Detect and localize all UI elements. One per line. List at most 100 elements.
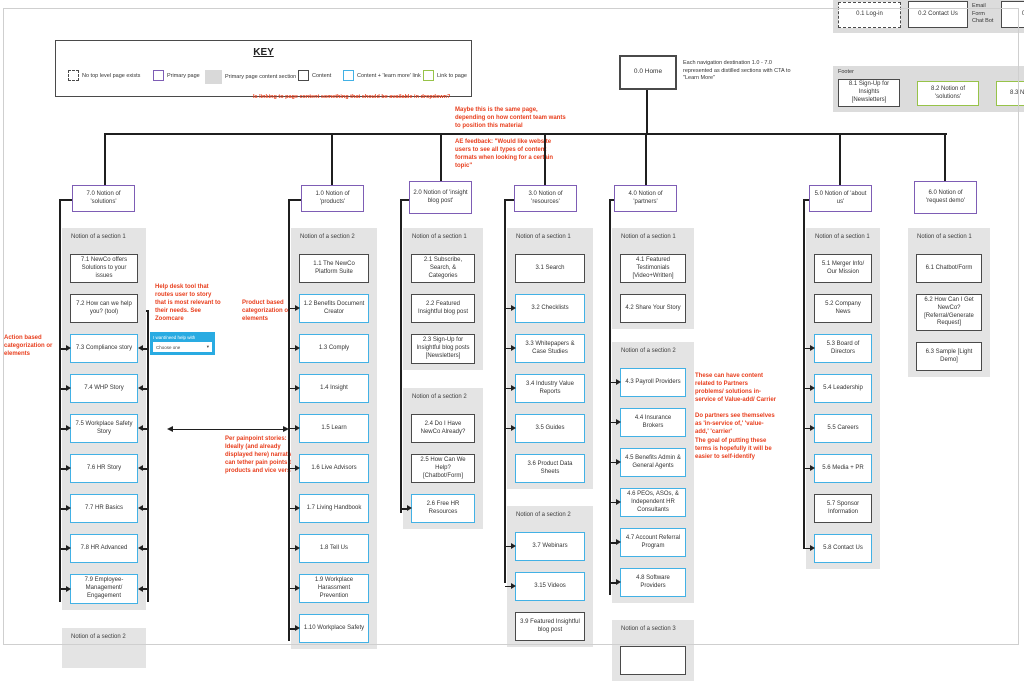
node-footer-partial[interactable]: 8.3 Notion of: [996, 81, 1024, 106]
sitemap-node[interactable]: 7.3 Compliance story: [59, 334, 149, 364]
helpdesk-dropdown-widget[interactable]: I want/need help with Choose one ▾: [150, 332, 215, 355]
key-title: KEY: [253, 47, 274, 58]
widget-select[interactable]: Choose one ▾: [153, 342, 212, 352]
sitemap-node[interactable]: 6.2 How Can I Get NewCo? [Referral/Gener…: [916, 294, 982, 332]
sitemap-node[interactable]: [620, 646, 686, 675]
connector-line: [803, 199, 805, 549]
sitemap-node[interactable]: 1.3 Comply: [288, 334, 369, 363]
sitemap-node[interactable]: 5.8 Contact Us: [803, 534, 872, 563]
sitemap-node[interactable]: 7.7 HR Basics: [59, 494, 149, 524]
sitemap-node[interactable]: 2.4 Do I Have NewCo Already?: [411, 414, 475, 443]
sitemap-node[interactable]: 7.9 Employee-Management/ Engagement: [59, 574, 149, 604]
sitemap-node[interactable]: 3.3 Whitepapers & Case Studies: [504, 334, 585, 363]
sitemap-node[interactable]: 4.5 Benefits Admin & General Agents: [609, 448, 686, 477]
sitemap-node[interactable]: 4.1 Featured Testimonials [Video+Written…: [620, 254, 686, 284]
sitemap-node[interactable]: 3.1 Search: [515, 254, 585, 283]
sitemap-node[interactable]: 3.6 Product Data Sheets: [515, 454, 585, 483]
page-node-request-demo[interactable]: 6.0 Notion of 'request demo': [914, 181, 977, 214]
arrow-left-icon: [288, 305, 300, 312]
sitemap-node[interactable]: 1.7 Living Handbook: [288, 494, 369, 523]
connector-line: [839, 133, 841, 187]
page-node-products[interactable]: 1.0 Notion of 'products': [301, 185, 364, 212]
sitemap-node[interactable]: 3.9 Featured Insightful blog post: [515, 612, 585, 641]
arrow-left-icon: [803, 465, 815, 472]
connector-line: [646, 90, 648, 133]
sitemap-node[interactable]: 4.2 Share Your Story: [620, 294, 686, 324]
note-partners-self: Do partners see themselves as 'in-servic…: [695, 413, 775, 436]
arrow-left-icon: [609, 379, 621, 386]
sitemap-node[interactable]: 1.4 Insight: [288, 374, 369, 403]
sitemap-node[interactable]: 5.2 Company News: [814, 294, 872, 323]
page-node-resources[interactable]: 3.0 Notion of 'resources': [514, 185, 577, 212]
arrow-left-icon: [288, 625, 300, 632]
dashed-swatch-icon: [68, 70, 79, 81]
page-node-solutions[interactable]: 7.0 Notion of 'solutions': [72, 185, 135, 212]
node-home[interactable]: 0.0 Home: [619, 55, 677, 90]
sitemap-node[interactable]: 1.1 The NewCo Platform Suite: [299, 254, 369, 283]
sitemap-node[interactable]: 3.7 Webinars: [504, 532, 585, 561]
sitemap-node[interactable]: 4.6 PEOs, ASOs, & Independent HR Consult…: [609, 488, 686, 518]
sitemap-node[interactable]: 2.6 Free HR Resources: [400, 494, 475, 524]
arrow-left-icon: [803, 385, 815, 392]
connector-line: [59, 199, 61, 602]
sitemap-node[interactable]: 3.2 Checklists: [504, 294, 585, 323]
sitemap-node[interactable]: 5.7 Sponsor Information: [814, 494, 872, 523]
node-footer-solutions[interactable]: 8.2 Notion of 'solutions': [917, 81, 979, 106]
sitemap-node[interactable]: 2.5 How Can We Help? [Chatbot/Form]: [411, 454, 475, 484]
sitemap-node[interactable]: 5.4 Leadership: [803, 374, 872, 403]
node-footer-signup[interactable]: 8.1 Sign-Up for Insights [Newsletters]: [838, 79, 900, 107]
sitemap-node[interactable]: 5.6 Media + PR: [803, 454, 872, 483]
section-label: Notion of a section 2: [516, 512, 571, 518]
sitemap-node[interactable]: 1.9 Workplace Harassment Prevention: [288, 574, 369, 604]
sitemap-node[interactable]: 7.6 HR Story: [59, 454, 149, 484]
node-contact-us[interactable]: 0.2 Contact Us: [908, 1, 968, 28]
page-node-about-us[interactable]: 5.0 Notion of 'about us': [809, 185, 872, 212]
sitemap-node[interactable]: 4.4 Insurance Brokers: [609, 408, 686, 437]
sitemap-node[interactable]: 7.5 Workplace Safety Story: [59, 414, 149, 444]
sitemap-node[interactable]: 2.3 Sign-Up for Insightful blog posts [N…: [411, 334, 475, 364]
node-partial-03[interactable]: 0.3: [1001, 1, 1024, 28]
sitemap-node[interactable]: 2.2 Featured Insightful blog post: [411, 294, 475, 324]
sitemap-node[interactable]: 1.8 Tell Us: [288, 534, 369, 563]
sitemap-node[interactable]: 6.3 Sample [Light Demo]: [916, 342, 982, 372]
page-node-partners[interactable]: 4.0 Notion of 'partners': [614, 185, 677, 212]
sitemap-node[interactable]: 7.8 HR Advanced: [59, 534, 149, 564]
arrow-left-icon: [288, 345, 300, 352]
connector-line: [645, 133, 647, 187]
sitemap-node[interactable]: 1.5 Learn: [288, 414, 369, 443]
sitemap-node[interactable]: 1.6 Live Advisors: [288, 454, 369, 483]
sitemap-node[interactable]: 3.4 Industry Value Reports: [504, 374, 585, 403]
key-item-label: Primary page: [167, 72, 200, 79]
sitemap-node[interactable]: 7.4 WHP Story: [59, 374, 149, 404]
key-item-label: Link to page: [437, 72, 467, 79]
sitemap-node[interactable]: 1.10 Workplace Safety: [288, 614, 369, 644]
gray-swatch-icon: [205, 70, 222, 84]
sitemap-node[interactable]: 7.2 How can we help you? (tool): [70, 294, 138, 324]
node-login[interactable]: 0.1 Log-in: [838, 2, 901, 28]
sitemap-node[interactable]: 7.1 NewCo offers Solutions to your issue…: [70, 254, 138, 284]
sitemap-canvas: { "key": { "title": "KEY", "items": [ {"…: [3, 0, 1024, 681]
sitemap-node[interactable]: 1.2 Benefits Document Creator: [288, 294, 369, 323]
sitemap-node[interactable]: 4.7 Account Referral Program: [609, 528, 686, 558]
arrow-left-icon: [504, 543, 516, 550]
sitemap-node[interactable]: 5.5 Careers: [803, 414, 872, 443]
sitemap-node[interactable]: 4.8 Software Providers: [609, 568, 686, 598]
sitemap-node[interactable]: 5.3 Board of Directors: [803, 334, 872, 363]
sitemap-node[interactable]: 2.1 Subscribe, Search, & Categories: [411, 254, 475, 284]
connector-line: [609, 199, 611, 595]
sitemap-node[interactable]: 5.1 Merger Info/ Our Mission: [814, 254, 872, 283]
sitemap-node[interactable]: 4.3 Payroll Providers: [609, 368, 686, 397]
sitemap-node[interactable]: 3.5 Guides: [504, 414, 585, 443]
note-dropdown-question: Is linking to page content something tha…: [253, 94, 451, 100]
connector-line: [544, 133, 546, 187]
arrow-left-icon: [400, 505, 412, 512]
page-node-insight-blog[interactable]: 2.0 Notion of 'insight blog post': [409, 181, 472, 214]
sitemap-node[interactable]: 3.15 Videos: [504, 572, 585, 601]
section-label: Notion of a section 2: [300, 234, 355, 240]
connector-line: [288, 199, 290, 641]
section-label: Notion of a section 1: [917, 234, 972, 240]
sitemap-node[interactable]: 6.1 Chatbot/Form: [916, 254, 982, 283]
